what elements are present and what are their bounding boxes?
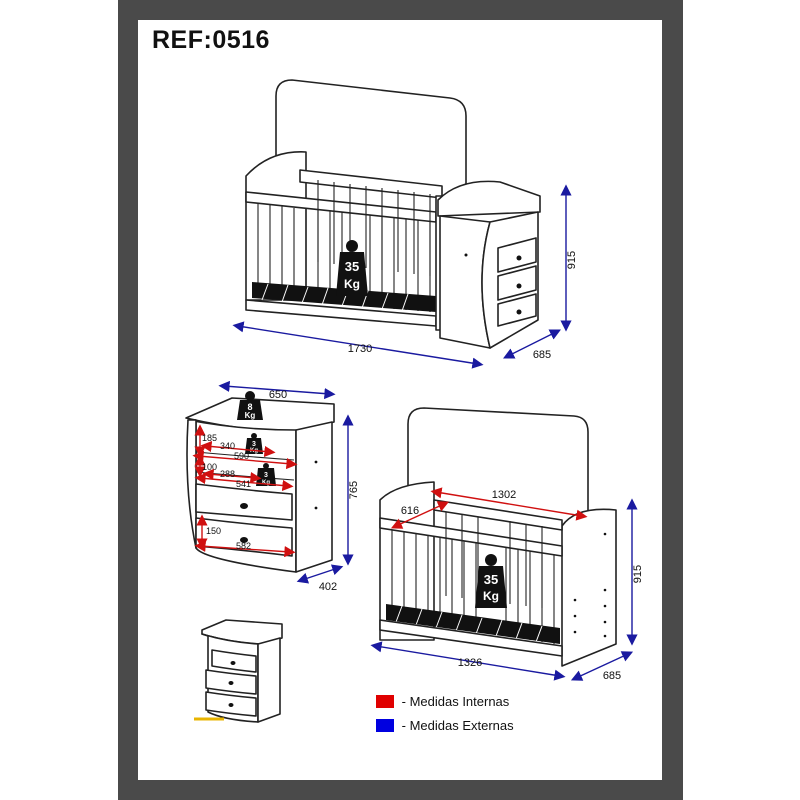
legend-internal: - Medidas Internas	[376, 694, 509, 709]
drawer-knob	[516, 283, 522, 289]
legend-external: - Medidas Externas	[376, 718, 514, 733]
weight-value: 3	[252, 441, 256, 448]
dim-shelf-height: 100	[202, 462, 217, 472]
dim-shelf-inner-width: 288	[220, 469, 235, 479]
weight-value: 3	[264, 472, 268, 479]
dim-combo-height: 915	[566, 251, 578, 269]
dim-combo-depth: 685	[533, 349, 551, 361]
hardware-dot	[464, 253, 468, 257]
weight-value: 8	[247, 402, 252, 412]
crib-back-slats	[445, 512, 543, 608]
small-dresser-drawing	[194, 619, 283, 723]
dim-niche-inner-width: 340	[220, 441, 235, 451]
dim-crib-height: 915	[632, 565, 644, 583]
dim-niche-outer-width: 590	[234, 451, 249, 461]
dim-niche-height: 185	[202, 433, 217, 443]
left-end-panel	[245, 151, 307, 301]
side-dresser-top	[437, 180, 541, 217]
mattress-slat-lines	[261, 283, 409, 312]
mattress-base	[252, 282, 436, 312]
dim-line-width	[232, 321, 484, 369]
reference-code: REF:0516	[152, 26, 270, 54]
dim-drawer-width: 582	[236, 541, 251, 551]
crib-mattress-base	[386, 604, 560, 644]
legend-internal-swatch	[376, 695, 394, 708]
dresser-drawing: 8 Kg 3 Kg 3 Kg 185 340 590 100 288 541 1…	[185, 380, 360, 593]
crib-mattress-lines	[395, 605, 543, 643]
small-drawer-1[interactable]	[211, 649, 257, 673]
weight-unit: Kg	[344, 277, 360, 291]
weight-badge-crib: 35 Kg	[475, 554, 507, 608]
weight-unit: Kg	[262, 480, 270, 486]
side-drawer-3[interactable]	[497, 293, 537, 327]
legend-internal-label: - Medidas Internas	[401, 694, 510, 709]
side-drawer-1[interactable]	[497, 237, 537, 273]
dim-dresser-height: 765	[348, 481, 360, 499]
dim-shelf-outer-width: 541	[236, 479, 251, 489]
dim-dresser-width: 650	[269, 389, 287, 401]
dim-dresser-depth: 402	[319, 581, 337, 593]
weight-unit: Kg	[245, 411, 256, 420]
drawer-knob	[240, 503, 248, 509]
drawer-knob	[516, 255, 522, 261]
dim-drawer-height: 150	[206, 526, 221, 536]
weight-value: 35	[345, 259, 359, 274]
dresser-left-edge	[186, 419, 197, 549]
drawer-knob	[516, 309, 522, 315]
weight-badge-crib-combo: 35 Kg	[336, 240, 368, 296]
dim-crib-inner-width: 616	[401, 505, 419, 517]
weight-unit: Kg	[483, 589, 499, 603]
weight-badge-dresser-top: 8 Kg	[237, 391, 263, 420]
dim-crib-inner-length: 1302	[492, 489, 516, 501]
legend-external-label: - Medidas Externas	[401, 718, 514, 733]
small-dresser-side	[257, 637, 281, 723]
side-drawer-2[interactable]	[497, 265, 537, 301]
dresser-side	[295, 421, 333, 573]
dim-line-depth	[502, 329, 562, 359]
crib-drawing: 35 Kg 1302 616 1326 685 915	[370, 407, 644, 682]
weight-value: 35	[484, 572, 498, 587]
dim-crib-depth: 685	[603, 670, 621, 682]
legend-external-swatch	[376, 719, 394, 732]
crib-combo-drawing: 35 Kg 1730 685 915	[232, 79, 578, 369]
dim-crib-width: 1326	[458, 657, 482, 669]
headboard	[275, 79, 467, 190]
crib-right-panel	[561, 508, 617, 667]
crib-panel-dots	[573, 532, 607, 638]
dim-combo-width: 1730	[348, 343, 372, 355]
